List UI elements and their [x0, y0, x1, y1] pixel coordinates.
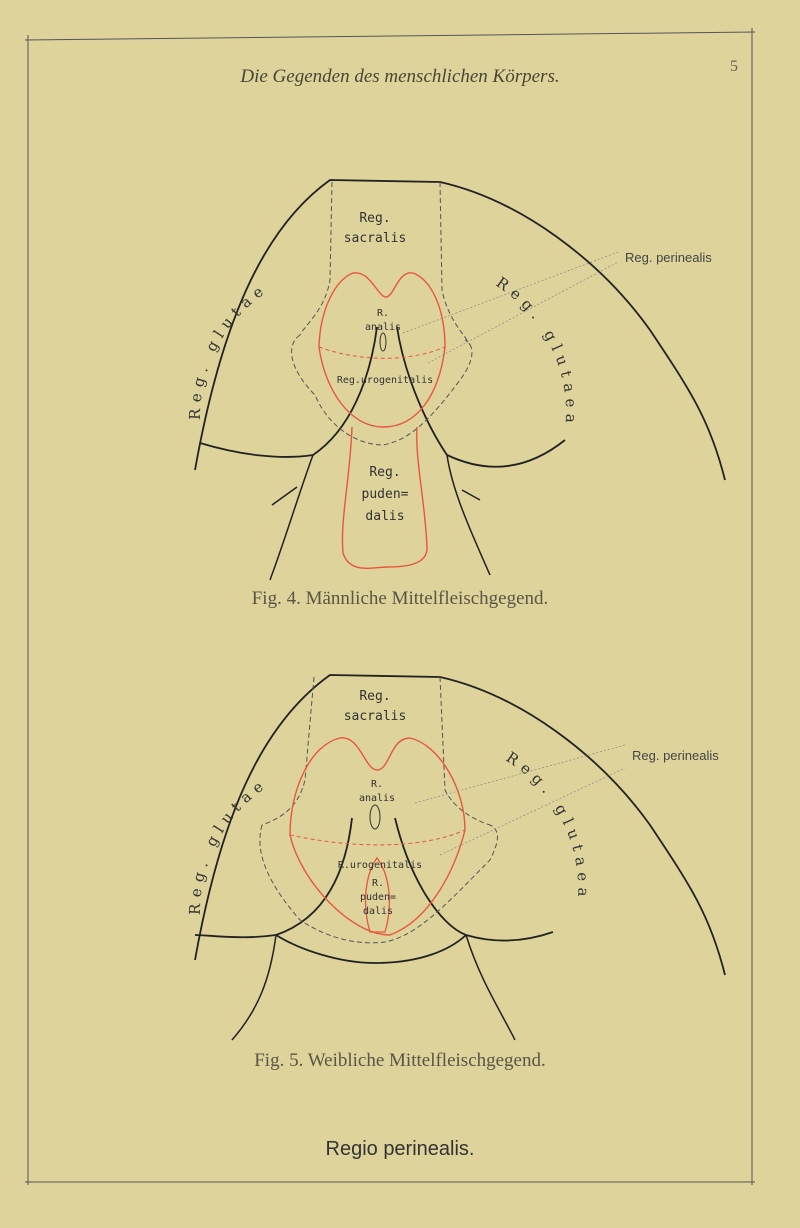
buttock-outline-left: [199, 326, 378, 458]
body-outline: [194, 674, 726, 976]
label-pudendalis-2: puden=: [360, 892, 396, 903]
pudendal-region-red: [341, 426, 428, 570]
label-pudendalis-3: dalis: [365, 509, 404, 524]
anal-region-red: [289, 737, 466, 936]
perinealis-pointer-lines: [402, 251, 619, 364]
label-glutaea-left: Reg. glutaea: [0, 0, 271, 420]
label-sacralis-1: Reg.: [359, 211, 390, 226]
buttock-outline-right: [396, 326, 566, 468]
anal-region-red: [318, 272, 446, 428]
page-frame: [24, 28, 756, 1185]
label-analis-1: R.: [371, 779, 383, 790]
label-sacralis-1: Reg.: [359, 689, 390, 704]
perineal-dashed-outline: [259, 824, 498, 944]
anus-mark: [369, 804, 381, 830]
label-perinealis: Reg. perinealis: [625, 250, 712, 265]
plate-title: Regio perinealis.: [325, 1138, 475, 1160]
label-pudendalis-2: puden=: [362, 487, 409, 502]
perineal-dashed-outline: [291, 334, 473, 446]
anal-urogenital-divider: [318, 346, 446, 359]
thigh-right: [465, 934, 516, 1041]
perinealis-pointer-lines: [414, 744, 626, 856]
buttock-outline-right: [394, 817, 554, 942]
label-sacralis-2: sacralis: [344, 231, 407, 246]
body-outline: [194, 179, 726, 481]
pudendal-region-red: [364, 856, 391, 933]
label-pudendalis-1: Reg.: [369, 465, 400, 480]
buttock-outline-left: [194, 817, 353, 939]
running-head: Die Gegenden des menschlichen Körpers.: [240, 66, 560, 87]
label-urogenitalis: R.urogenitalis: [338, 860, 422, 871]
label-pudendalis-1: R.: [372, 878, 384, 889]
label-glutaea-right: Reg. glutaea: [493, 273, 580, 429]
anus-mark: [379, 332, 387, 352]
figure-5-diagram: Reg. sacralis R. analis R.urogenitalis R…: [0, 0, 726, 1041]
thigh-left: [231, 934, 277, 1041]
figure-5-caption: Fig. 5. Weibliche Mittelfleischgegend.: [254, 1050, 546, 1071]
label-analis-1: R.: [377, 308, 389, 319]
label-perinealis: Reg. perinealis: [632, 748, 719, 763]
sacral-boundary: [299, 181, 471, 346]
label-urogenitalis: Reg.urogenitalis: [337, 375, 433, 386]
figure-4-caption: Fig. 4. Männliche Mittelfleischgegend.: [251, 588, 549, 609]
figure-4-diagram: Reg. sacralis R. analis Reg.urogenitalis…: [0, 0, 726, 581]
thigh-right: [446, 454, 491, 576]
label-pudendalis-3: dalis: [363, 906, 393, 917]
thigh-left: [269, 454, 314, 581]
label-sacralis-2: sacralis: [344, 709, 407, 724]
anal-urogenital-divider: [289, 829, 466, 846]
page-number: 5: [730, 58, 738, 75]
label-glutaea-left: Reg. glutaea: [0, 0, 271, 915]
lower-outline: [275, 934, 467, 964]
label-glutaea-right: Reg. glutaea: [503, 748, 593, 903]
label-analis-2: analis: [359, 793, 395, 804]
label-analis-2: analis: [365, 322, 401, 333]
